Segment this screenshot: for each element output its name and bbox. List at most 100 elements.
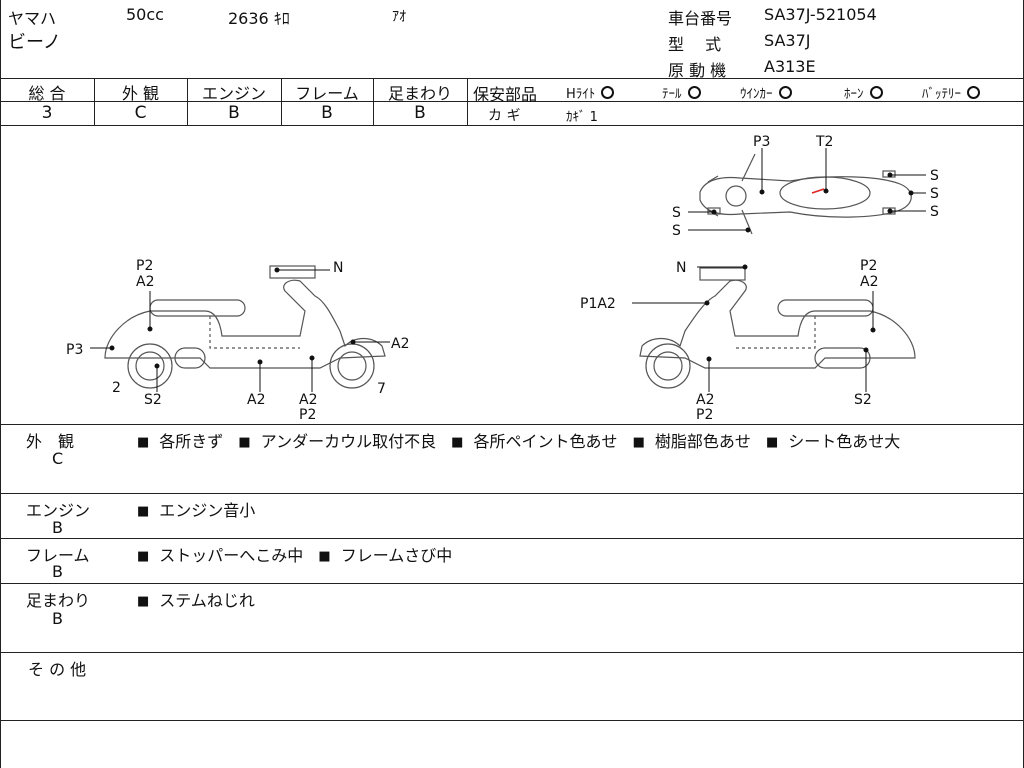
divider [0, 101, 1024, 102]
remark-grade: C [52, 449, 64, 468]
type-value: SA37J [764, 31, 811, 50]
diagram-label: S [672, 205, 681, 221]
frame-grade: B [321, 103, 333, 123]
diagram-label: P3 [66, 342, 83, 358]
maker: ヤマハ [8, 9, 57, 28]
damage-diagram: P3 T2 S S S S S P2 A2 N P3 A2 2 S2 A2 A2… [66, 134, 939, 423]
divider [0, 538, 1024, 539]
model-name: ビーノ [8, 32, 61, 53]
diagram-label: A2 [391, 336, 409, 352]
safety-headlight: Hﾗｲﾄ [566, 83, 615, 102]
exterior-label: 外 観 [121, 84, 160, 103]
safety-item-label: ﾃｰﾙ [662, 87, 682, 102]
safety-tail: ﾃｰﾙ [662, 83, 701, 102]
safety-winker: ｳｲﾝｶｰ [740, 83, 792, 102]
divider [0, 424, 1024, 425]
key-value: ｶｷﾞ 1 [566, 110, 598, 125]
remark-items: エンジン音小 [137, 497, 265, 521]
diagram-label: N [333, 260, 343, 276]
diagram-label: A2 [860, 274, 878, 290]
diagram-label: S [930, 186, 939, 202]
engine-value: A313E [764, 57, 816, 76]
remark-item: ステムねじれ [137, 591, 255, 610]
diagram-label: P3 [753, 134, 770, 150]
remark-item: フレームさび中 [318, 546, 453, 565]
divider [0, 652, 1024, 653]
remark-grade: B [52, 518, 63, 537]
divider [0, 78, 1024, 79]
diagram-label: P2 [696, 407, 713, 423]
remark-item: アンダーカウル取付不良 [238, 432, 436, 451]
remark-item: シート色あせ大 [766, 432, 900, 451]
color: ｱｵ [392, 9, 406, 25]
remark-item: 各所ペイント色あせ [451, 432, 617, 451]
engine-label: 原 動 機 [668, 61, 727, 80]
diagram-label: S [930, 204, 939, 220]
divider [0, 583, 1024, 584]
remark-items: ストッパーへこみ中 フレームさび中 [137, 542, 462, 566]
scratch-mark [811, 188, 825, 194]
divider [0, 720, 1024, 721]
ok-circle-icon [601, 86, 615, 99]
diagram-label: A2 [247, 392, 265, 408]
remark-item: 各所きず [137, 432, 223, 451]
suspension-grade: B [414, 103, 426, 123]
frame-grade-label: フレーム [295, 84, 359, 103]
diagram-label: P2 [860, 258, 877, 274]
overall-label: 総 合 [28, 84, 66, 103]
left-border [0, 0, 1, 768]
diagram-label: A2 [696, 392, 714, 408]
diagram-label: S [930, 168, 939, 184]
remark-label: そ の 他 [28, 660, 87, 679]
diagram-label: S2 [854, 392, 872, 408]
remark-grade: B [52, 609, 63, 628]
ok-circle-icon [687, 86, 701, 99]
remark-item: ストッパーへこみ中 [137, 546, 303, 565]
mileage: 2636 ｷﾛ [228, 9, 290, 28]
ok-circle-icon [967, 86, 980, 99]
safety-item-label: ﾊﾞｯﾃﾘｰ [922, 87, 961, 102]
remark-label: 外 観 [26, 432, 75, 451]
scooter-top-view [699, 153, 912, 235]
diagram-label: S [672, 223, 681, 239]
remark-label: フレーム [26, 546, 90, 565]
ok-circle-icon [778, 86, 792, 99]
diagram-label: P1A2 [580, 296, 616, 312]
diagram-label: S2 [144, 392, 162, 408]
diagram-label: A2 [299, 392, 317, 408]
engine-grade: B [228, 103, 240, 123]
ok-circle-icon [869, 86, 883, 99]
divider [0, 125, 1024, 126]
engine-grade-label: エンジン [201, 84, 266, 103]
diagram-label: P2 [299, 407, 316, 423]
frame-no: SA37J-521054 [764, 5, 877, 24]
frame-no-label: 車台番号 [668, 9, 733, 28]
safety-item-label: ﾎｰﾝ [844, 87, 864, 102]
type-label: 型 式 [668, 35, 722, 54]
safety-item-label: Hﾗｲﾄ [566, 87, 596, 102]
remark-label: 足まわり [26, 591, 91, 610]
diagram-label: P2 [136, 258, 153, 274]
overall-grade: 3 [41, 103, 53, 123]
remark-item: エンジン音小 [137, 501, 255, 520]
diagram-label: N [676, 260, 686, 276]
suspension-grade-label: 足まわり [387, 84, 452, 103]
remark-grade: B [52, 562, 63, 581]
diagram-label: 2 [112, 380, 121, 396]
displacement: 50cc [126, 5, 164, 24]
scooter-right-view [639, 267, 916, 389]
diagram-labels: P3 T2 S S S S S P2 A2 N P3 A2 2 S2 A2 A2… [66, 134, 939, 423]
safety-label: 保安部品 [473, 85, 538, 104]
exterior-grade: C [134, 103, 147, 123]
remark-items: 各所きず アンダーカウル取付不良 各所ペイント色あせ 樹脂部色あせ シート色あせ… [137, 428, 910, 452]
remark-item: 樹脂部色あせ [633, 432, 751, 451]
safety-battery: ﾊﾞｯﾃﾘｰ [922, 83, 980, 102]
diagram-label: 7 [377, 381, 386, 397]
remark-items: ステムねじれ [137, 587, 265, 611]
key-label: カ ギ [488, 108, 521, 124]
divider [0, 493, 1024, 494]
remark-label: エンジン [26, 501, 91, 520]
safety-item-label: ｳｲﾝｶｰ [740, 87, 773, 102]
diagram-label: T2 [815, 134, 833, 150]
diagram-label: A2 [136, 274, 154, 290]
